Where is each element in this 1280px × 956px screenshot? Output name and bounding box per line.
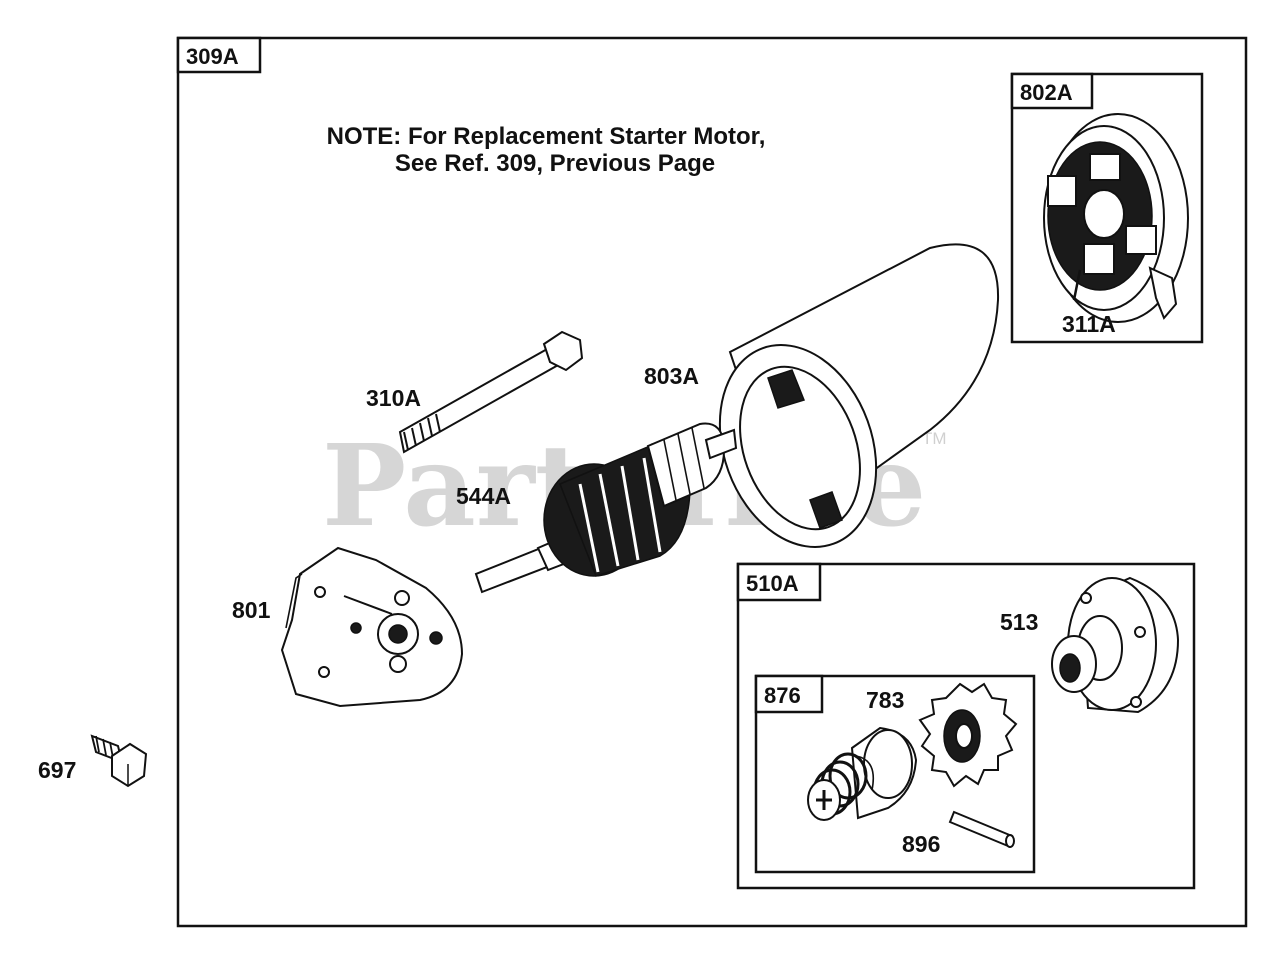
brush-assembly-frame bbox=[1010, 72, 1204, 344]
brush-plate-drawing[interactable] bbox=[1043, 113, 1189, 323]
clutch-assembly-frame bbox=[754, 674, 1036, 874]
pinion-gear-drawing[interactable] bbox=[918, 682, 1018, 788]
clutch-assembly-label[interactable]: 876 bbox=[764, 683, 801, 708]
part-label-783[interactable]: 783 bbox=[866, 687, 904, 713]
main-frame-tab bbox=[176, 36, 262, 74]
part-label-801[interactable]: 801 bbox=[232, 597, 271, 623]
motor-housing-drawing[interactable] bbox=[693, 243, 1000, 569]
part-label-803a[interactable]: 803A bbox=[644, 363, 699, 389]
roll-pin-drawing[interactable] bbox=[948, 810, 1015, 848]
thru-bolt-drawing[interactable] bbox=[398, 330, 584, 454]
part-label-544a[interactable]: 544A bbox=[456, 483, 511, 509]
brush-assembly-tab bbox=[1010, 72, 1094, 110]
armature-drawing[interactable] bbox=[474, 422, 738, 594]
drive-assembly-tab bbox=[736, 562, 822, 602]
main-frame bbox=[176, 36, 1248, 928]
drive-cap-drawing[interactable] bbox=[1051, 576, 1180, 714]
drive-assembly-label[interactable]: 510A bbox=[746, 571, 799, 596]
end-cap-drawing[interactable] bbox=[280, 546, 464, 708]
clutch-spring-drawing[interactable] bbox=[807, 726, 918, 821]
main-frame-label[interactable]: 309A bbox=[186, 44, 239, 69]
part-label-697[interactable]: 697 bbox=[38, 757, 76, 783]
part-label-311a[interactable]: 311A bbox=[1062, 311, 1116, 337]
note-line-1: NOTE: For Replacement Starter Motor, bbox=[327, 123, 766, 150]
clutch-assembly-tab bbox=[754, 674, 824, 714]
watermark-trademark: TM bbox=[922, 429, 947, 448]
drive-assembly-frame bbox=[736, 562, 1196, 890]
brush-assembly-label[interactable]: 802A bbox=[1020, 80, 1073, 105]
part-label-896[interactable]: 896 bbox=[902, 831, 940, 857]
mount-screw-drawing[interactable] bbox=[90, 734, 148, 788]
part-label-310a[interactable]: 310A bbox=[366, 385, 421, 411]
part-label-513[interactable]: 513 bbox=[1000, 609, 1038, 635]
note-line-2: See Ref. 309, Previous Page bbox=[395, 150, 715, 177]
